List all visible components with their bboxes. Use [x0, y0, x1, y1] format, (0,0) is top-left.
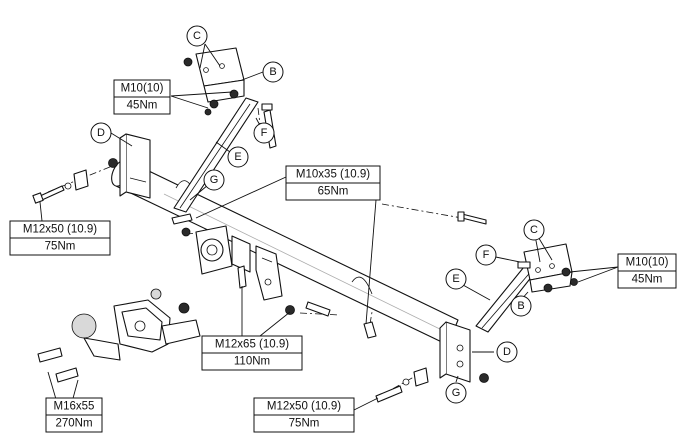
svg-text:270Nm: 270Nm — [55, 418, 92, 430]
left-side-bracket — [119, 133, 151, 199]
spec-m12x65: M12x65 (10.9) 110Nm — [201, 335, 303, 371]
svg-text:M10(10): M10(10) — [626, 257, 669, 269]
callout-f-right: F — [475, 244, 497, 266]
spec-m16x55: M16x55 270Nm — [45, 397, 103, 433]
svg-text:65Nm: 65Nm — [318, 186, 349, 198]
spec-m12x50-bottom: M12x50 (10.9) 75Nm — [253, 397, 355, 433]
centre-mount — [195, 225, 283, 301]
svg-text:B: B — [269, 66, 276, 78]
spec-m10x35: M10x35 (10.9) 65Nm — [285, 165, 381, 201]
svg-text:M10x35 (10.9): M10x35 (10.9) — [296, 169, 370, 181]
svg-text:C: C — [530, 224, 538, 236]
callout-g-right: G — [445, 382, 467, 404]
callout-b-left: B — [262, 61, 284, 83]
svg-text:F: F — [483, 249, 490, 261]
right-mount-bracket — [523, 243, 573, 293]
svg-text:M16x55: M16x55 — [54, 401, 95, 413]
callout-g-left: G — [203, 169, 225, 191]
svg-text:D: D — [97, 127, 105, 139]
svg-text:C: C — [193, 30, 201, 42]
svg-text:E: E — [452, 273, 459, 285]
callout-c-left: C — [186, 25, 208, 47]
tow-ball-assembly — [71, 299, 201, 361]
svg-text:75Nm: 75Nm — [289, 418, 320, 430]
left-strap — [173, 97, 259, 213]
leader-m12x50-left — [39, 201, 43, 222]
callout-c-right: C — [523, 219, 545, 241]
svg-text:E: E — [234, 151, 241, 163]
svg-text:M12x50 (10.9): M12x50 (10.9) — [23, 224, 97, 236]
svg-text:G: G — [452, 387, 461, 399]
callout-e-right: E — [445, 268, 467, 290]
callout-d-right: D — [496, 341, 518, 363]
spec-m10-left: M10(10) 45Nm — [113, 79, 171, 115]
svg-text:45Nm: 45Nm — [127, 100, 158, 112]
svg-text:F: F — [261, 127, 268, 139]
svg-text:75Nm: 75Nm — [45, 241, 76, 253]
svg-text:G: G — [210, 174, 219, 186]
right-side-bracket — [439, 321, 471, 383]
leader-m12x50-bottom — [353, 397, 379, 411]
svg-text:M12x50 (10.9): M12x50 (10.9) — [267, 401, 341, 413]
callout-f-left: F — [253, 122, 275, 144]
svg-text:45Nm: 45Nm — [632, 274, 663, 286]
svg-text:110Nm: 110Nm — [234, 356, 270, 368]
svg-text:B: B — [517, 300, 524, 312]
callout-b-right: B — [510, 295, 532, 317]
svg-text:M10(10): M10(10) — [121, 83, 164, 95]
fasteners — [32, 57, 578, 403]
spec-m12x50-left: M12x50 (10.9) 75Nm — [9, 220, 111, 256]
callout-d-left: D — [90, 122, 112, 144]
svg-text:D: D — [503, 346, 511, 358]
callout-e-left: E — [227, 146, 249, 168]
svg-text:M12x65 (10.9): M12x65 (10.9) — [215, 339, 289, 351]
spec-m10-right: M10(10) 45Nm — [617, 253, 677, 289]
